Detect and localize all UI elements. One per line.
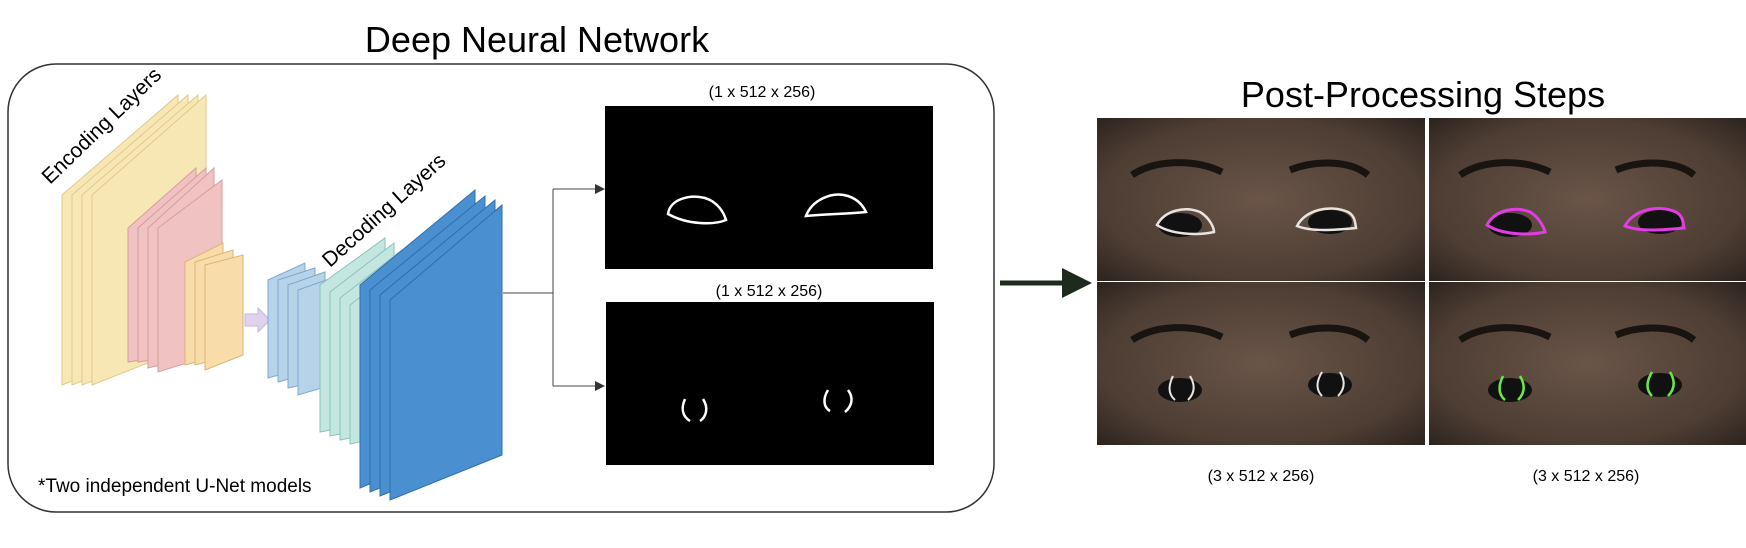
decoding-lightblue-stack	[267, 262, 333, 396]
footnote: *Two independent U-Net models	[38, 476, 312, 497]
skip-arrow	[244, 306, 271, 334]
output-top-dim: (1 x 512 x 256)	[709, 84, 816, 101]
face-panel-top-right	[1458, 159, 1697, 237]
decoding-blue-stack	[359, 188, 503, 501]
face-panel-top-left	[1130, 159, 1371, 237]
post-title: Post-Processing Steps	[1241, 74, 1605, 115]
post-right-dim: (3 x 512 x 256)	[1533, 468, 1640, 485]
face-panel-bottom-left	[1130, 324, 1371, 402]
encoding-peach-stack	[184, 242, 244, 371]
output-bottom-dim: (1 x 512 x 256)	[716, 283, 823, 300]
post-processing-image-grid	[1097, 118, 1746, 445]
output-mask-top	[605, 106, 933, 269]
face-panel-bottom-right	[1458, 324, 1697, 402]
dnn-title: Deep Neural Network	[365, 19, 710, 60]
mask-eyelid-outlines	[666, 193, 868, 225]
post-left-dim: (3 x 512 x 256)	[1208, 468, 1315, 485]
output-connectors	[503, 184, 605, 391]
mask-iris-arcs	[681, 389, 853, 423]
output-mask-bottom	[606, 302, 934, 465]
